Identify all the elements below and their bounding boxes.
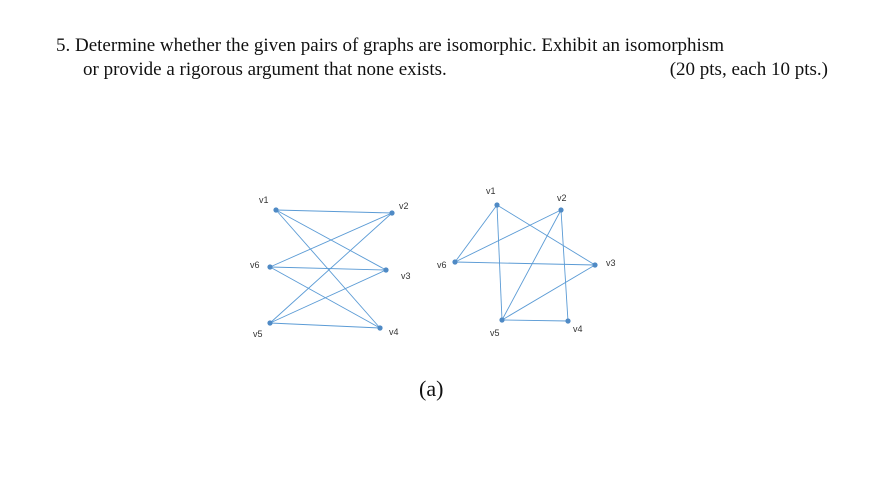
graph-left-edge-v5-v3 [269,269,387,324]
graph-right-edge-v2-v4 [560,209,569,322]
graph-right-edge-v6-v3 [454,261,596,266]
graph-right-edge-v3-v5 [501,264,596,321]
problem-statement: 5. Determine whether the given pairs of … [56,34,846,82]
graph-left-vertex-label-v2: v2 [399,201,409,211]
graph-left-edge-v5-v2 [269,212,393,324]
graph-left-vertex-v3 [383,267,389,273]
problem-line-2: or provide a rigorous argument that none… [56,58,846,82]
graph-left-vertex-label-v1: v1 [259,195,269,205]
graph-right-vertex-v4 [565,318,571,324]
graph-left-vertex-label-v5: v5 [253,329,263,339]
problem-points: (20 pts, each 10 pts.) [669,59,828,80]
graph-right-edge-v1-v5 [496,204,503,321]
graph-right-edge-v5-v4 [501,319,569,322]
graph-left-vertex-v6 [267,264,273,270]
graph-left-edge-v5-v4 [269,322,381,329]
graph-right-edge-v1-v6 [454,204,498,263]
graph-left-edges [269,209,393,329]
graph-right-vertex-v3 [592,262,598,268]
graph-right-vertex-v6 [452,259,458,265]
problem-text-2: or provide a rigorous argument that none… [83,59,447,80]
graph-left-edge-v1-v2 [275,209,393,214]
graph-left-edge-v1-v4 [275,209,381,329]
graph-right-vertex-label-v4: v4 [573,324,583,334]
graph-left-vertices: v1 v2 v3 v4 v5 v6 [250,195,411,339]
graph-left-vertex-v1 [273,207,279,213]
graph-right-edge-v1-v3 [496,204,596,266]
graph-right-vertex-v5 [499,317,505,323]
graph-left-vertex-label-v3: v3 [401,271,411,281]
problem-number: 5. [56,35,71,56]
graph-right-vertex-label-v2: v2 [557,193,567,203]
figure-caption: (a) [419,376,444,401]
graph-left-vertex-v5 [267,320,273,326]
graph-left-edge-v6-v3 [269,266,387,271]
graph-right-vertex-label-v6: v6 [437,260,447,270]
graph-right-edge-v2-v5 [501,209,562,321]
problem-text-1: Determine whether the given pairs of gra… [75,35,725,56]
graph-right-vertices: v1 v2 v3 v4 v5 v6 [437,186,616,338]
graph-left-edge-v6-v2 [269,212,393,268]
graph-right-vertex-label-v3: v3 [606,258,616,268]
graph-right-edge-v2-v6 [454,209,562,263]
graph-left-vertex-label-v4: v4 [389,327,399,337]
graph-right-vertex-label-v1: v1 [486,186,496,196]
problem-line-1: 5. Determine whether the given pairs of … [56,34,846,58]
graph-left-vertex-v2 [389,210,395,216]
graph-right-vertex-label-v5: v5 [490,328,500,338]
graph-right-vertex-v1 [494,202,500,208]
graph-left-vertex-label-v6: v6 [250,260,260,270]
graph-right-edges [454,204,596,322]
graph-right-vertex-v2 [558,207,564,213]
graph-left-vertex-v4 [377,325,383,331]
